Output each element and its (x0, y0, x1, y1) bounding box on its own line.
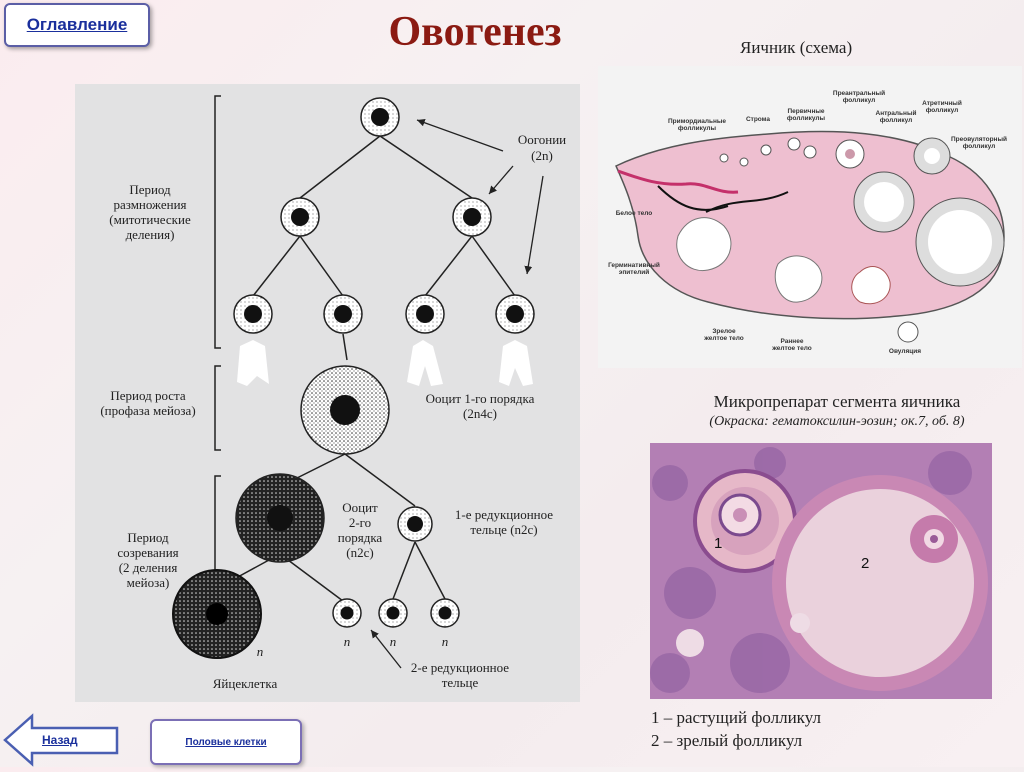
first-polar-body-label: 1-е редукционное (454, 507, 554, 522)
micro-drawing (650, 443, 992, 699)
back-button-label: Назад (42, 733, 78, 747)
oogenesis-diagram (172, 95, 544, 669)
period-growth-label: Период роста(профаза мейоза) (100, 388, 196, 418)
second-polar-body-label: 2-е редукционное (410, 660, 510, 675)
ovary-label-white-body: Белое тело (615, 210, 653, 217)
ovary-label-ovulation: Овуляция (888, 348, 922, 355)
ovary-diagram-title: Яичник (схема) (740, 38, 853, 57)
egg-ploidy: n (256, 644, 264, 659)
toc-button-label: Оглавление (26, 15, 128, 34)
sex-cells-button-label: Половые клетки (185, 736, 267, 748)
back-button[interactable]: Назад (2, 713, 120, 767)
egg-label: Яйцеклетка (212, 676, 278, 691)
oogonium-cells (233, 97, 535, 334)
primary-oocyte-ploidy: (2n4c) (463, 406, 497, 421)
primary-oocyte-label: Ооцит 1-го порядка (425, 391, 535, 406)
pointer-arrows (370, 118, 544, 669)
legend-growing-follicle: 1 – растущий фолликул (651, 708, 821, 727)
first-polar-body (397, 506, 433, 542)
micro-mark-2: 2 (861, 555, 870, 572)
ovary-drawing (615, 130, 1005, 343)
oogonia-label: Оогонии (517, 132, 567, 147)
polar-body-ploidy-2: n (389, 634, 397, 649)
micro-mark-1: 1 (714, 535, 723, 552)
second-polar-body-label-b: тельце (441, 675, 479, 690)
degenerating-cells (237, 340, 533, 386)
micro-image: 1 2 (650, 443, 992, 699)
oogonia-ploidy: (2n) (531, 148, 553, 163)
micro-title: Микропрепарат сегмента яичника (713, 392, 961, 411)
first-polar-body-ploidy: тельце (n2c) (470, 522, 538, 537)
second-polar-bodies (332, 598, 460, 628)
ovary-label-stroma: Строма (745, 116, 771, 123)
secondary-oocyte (235, 473, 325, 563)
polar-body-ploidy-3: n (441, 634, 449, 649)
polar-body-ploidy-1: n (343, 634, 351, 649)
egg-cell (172, 569, 262, 659)
sex-cells-button[interactable]: Половые клетки (150, 719, 302, 765)
page-title: Овогенез (388, 9, 562, 55)
micro-subtitle: (Окраска: гематоксилин-эозин; ок.7, об. … (709, 414, 965, 429)
legend-mature-follicle: 2 – зрелый фолликул (651, 731, 803, 750)
primary-oocyte (300, 365, 390, 455)
toc-button[interactable]: Оглавление (4, 3, 150, 47)
back-arrow-icon (3, 713, 119, 767)
